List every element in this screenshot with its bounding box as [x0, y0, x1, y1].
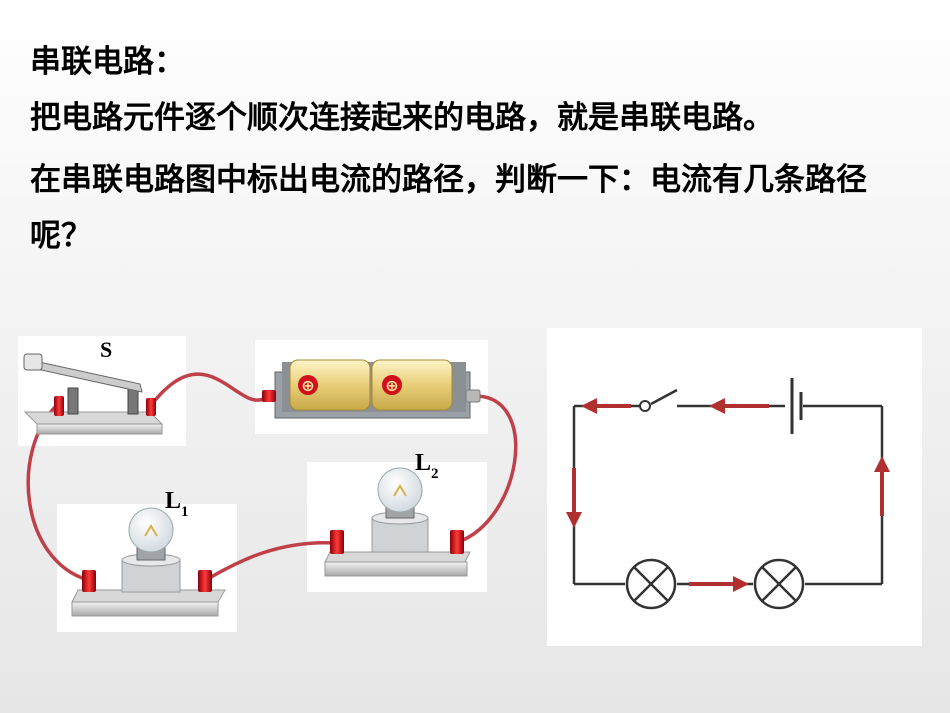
current-direction-arrows [566, 398, 890, 592]
definition-text: 把电路元件逐个顺次连接起来的电路，就是串联电路。 [30, 100, 774, 136]
schematic-lamp-1 [625, 558, 677, 610]
slide-text: 串联电路： 把电路元件逐个顺次连接起来的电路，就是串联电路。 在串联电路图中标出… [30, 40, 900, 264]
lamp2-illustration [324, 467, 471, 577]
lamp2-subscript: 2 [431, 466, 439, 482]
lamp1-label: L [165, 488, 181, 514]
schematic-panel [547, 328, 922, 646]
schematic-wires [572, 388, 884, 586]
lamp1-subscript: 1 [181, 504, 189, 520]
schematic-lamp-2 [753, 558, 805, 610]
series-circuit-schematic [566, 378, 890, 610]
question-text: 在串联电路图中标出电流的路径，判断一下：电流有几条路径呢？ [30, 162, 867, 254]
battery-plus-symbol-1: ⊕ [301, 376, 314, 395]
slide-heading: 串联电路： [30, 44, 185, 80]
schematic-switch [639, 400, 651, 412]
lamp2-label: L [415, 450, 431, 476]
battery-plus-symbol-2: ⊕ [385, 376, 398, 395]
switch-label: S [100, 337, 112, 362]
schematic-battery [790, 378, 803, 434]
switch-illustration [23, 353, 164, 435]
lamp1-illustration [71, 507, 226, 617]
battery-illustration: ⊕ ⊕ [262, 359, 481, 419]
